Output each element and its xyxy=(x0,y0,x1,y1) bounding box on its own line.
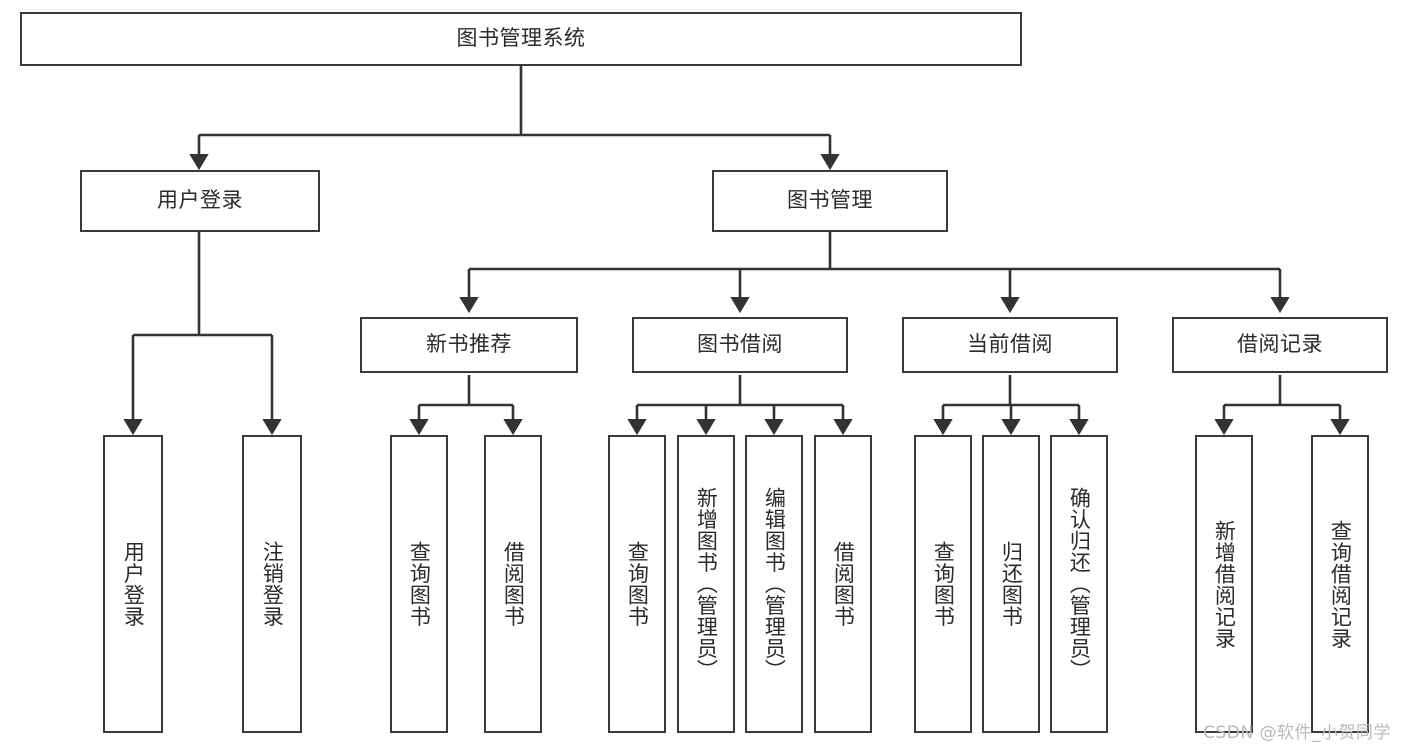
node-label: 查询借阅记录 xyxy=(1328,519,1353,649)
node-label: 图书借阅 xyxy=(697,332,783,357)
leaf-query-book-bb[interactable]: 查询图书 xyxy=(608,435,666,733)
node-label: 查询图书 xyxy=(931,541,956,627)
node-book-management[interactable]: 图书管理 xyxy=(712,170,948,232)
node-label: 查询图书 xyxy=(407,541,432,627)
node-new-book-recommendation[interactable]: 新书推荐 xyxy=(360,317,578,373)
leaf-borrow-book-nbr[interactable]: 借阅图书 xyxy=(484,435,542,733)
leaf-query-book-nbr[interactable]: 查询图书 xyxy=(390,435,448,733)
node-label: 新书推荐 xyxy=(426,332,512,357)
node-label: 确认归还（管理员） xyxy=(1067,487,1092,681)
node-label: 借阅图书 xyxy=(501,541,526,627)
node-label: 图书管理系统 xyxy=(456,26,586,51)
leaf-add-book-admin[interactable]: 新增图书（管理员） xyxy=(677,435,735,733)
node-label: 用户登录 xyxy=(121,541,146,627)
node-label: 新增借阅记录 xyxy=(1212,519,1237,649)
leaf-borrow-book-bb[interactable]: 借阅图书 xyxy=(814,435,872,733)
leaf-logout[interactable]: 注销登录 xyxy=(242,435,302,733)
node-book-borrow[interactable]: 图书借阅 xyxy=(632,317,848,373)
leaf-return-book[interactable]: 归还图书 xyxy=(982,435,1040,733)
node-label: 图书管理 xyxy=(787,188,873,213)
node-label: 用户登录 xyxy=(157,188,243,213)
node-label: 新增图书（管理员） xyxy=(694,487,719,681)
leaf-query-borrow-record[interactable]: 查询借阅记录 xyxy=(1311,435,1369,733)
leaf-edit-book-admin[interactable]: 编辑图书（管理员） xyxy=(745,435,803,733)
node-borrow-record[interactable]: 借阅记录 xyxy=(1172,317,1388,373)
node-label: 借阅图书 xyxy=(831,541,856,627)
leaf-confirm-return-admin[interactable]: 确认归还（管理员） xyxy=(1050,435,1108,733)
node-label: 查询图书 xyxy=(625,541,650,627)
node-label: 当前借阅 xyxy=(967,332,1053,357)
leaf-query-book-cb[interactable]: 查询图书 xyxy=(914,435,972,733)
leaf-add-borrow-record[interactable]: 新增借阅记录 xyxy=(1195,435,1253,733)
node-root-system[interactable]: 图书管理系统 xyxy=(20,12,1022,66)
node-current-borrow[interactable]: 当前借阅 xyxy=(902,317,1118,373)
node-label: 借阅记录 xyxy=(1237,332,1323,357)
node-label: 编辑图书（管理员） xyxy=(762,487,787,681)
node-user-login[interactable]: 用户登录 xyxy=(80,170,320,232)
watermark-text: CSDN @软件_小贺同学 xyxy=(1203,723,1391,743)
node-label: 归还图书 xyxy=(999,541,1024,627)
leaf-user-login[interactable]: 用户登录 xyxy=(103,435,163,733)
node-label: 注销登录 xyxy=(260,541,285,627)
